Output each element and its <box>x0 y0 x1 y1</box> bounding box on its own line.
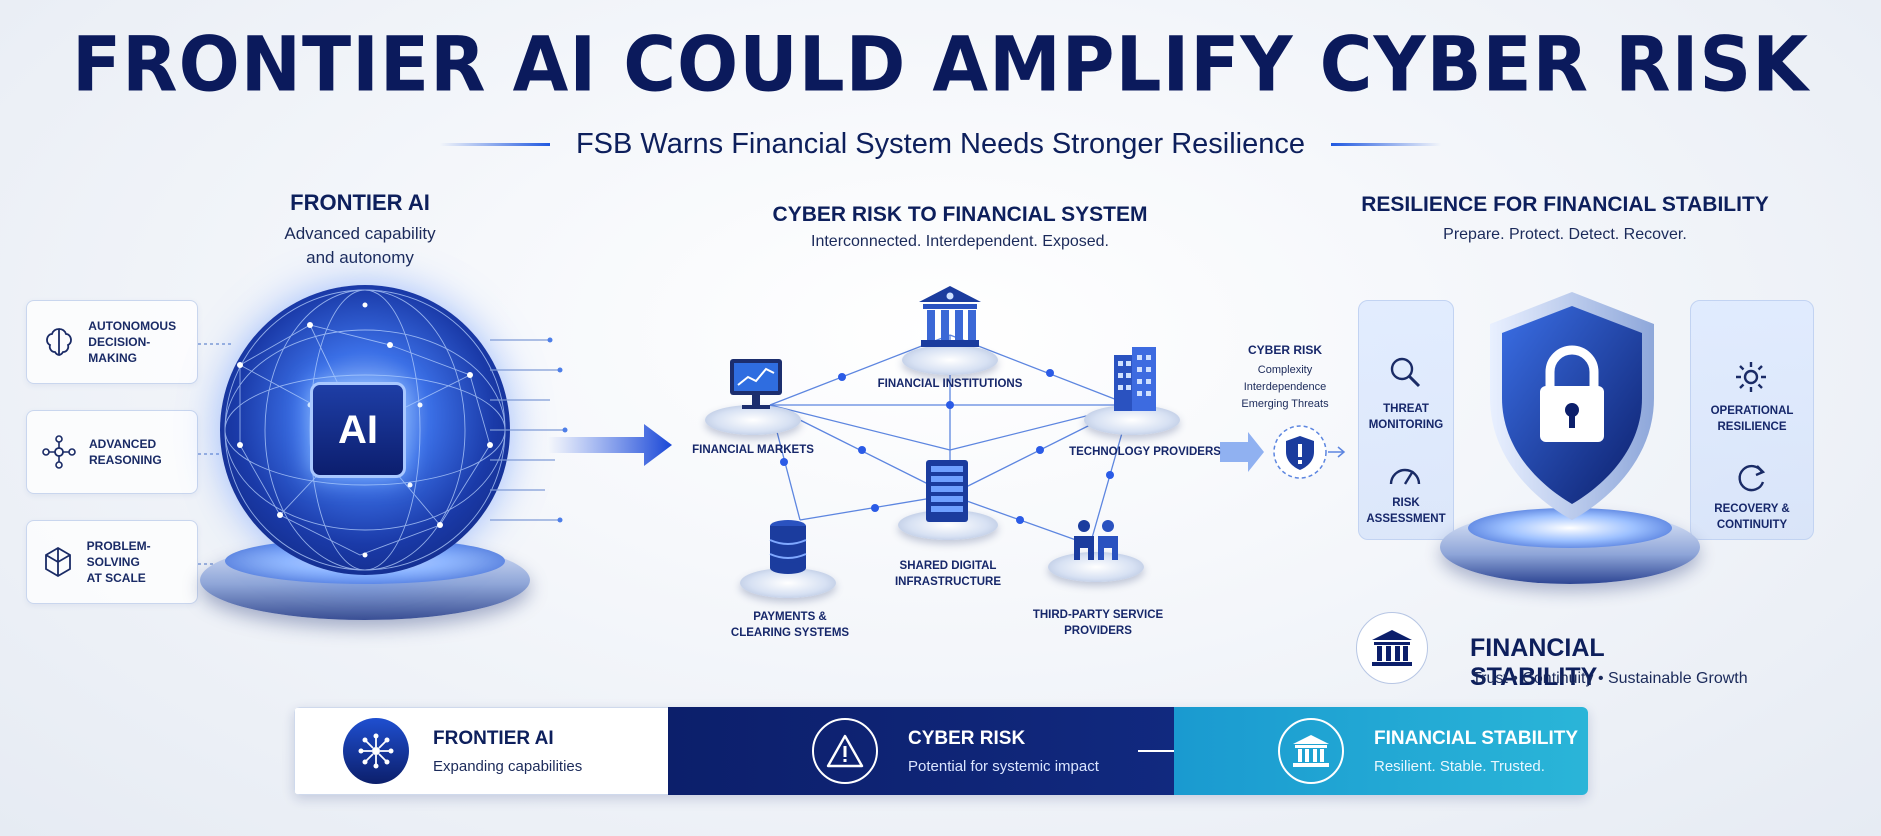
magnifier-icon <box>1390 357 1421 388</box>
bank-icon <box>1278 718 1344 784</box>
capability-label-3b: AT SCALE <box>86 571 146 586</box>
monitor-chart-icon <box>730 359 782 409</box>
subtitle-divider-left <box>439 143 550 146</box>
node-label-thirdparty-1: THIRD-PARTY SERVICE <box>1032 609 1164 621</box>
subtitle-divider-right <box>1331 143 1442 146</box>
summary-cyber-risk-subtitle: Potential for systemic impact <box>908 757 1099 775</box>
gauge-icon <box>1389 468 1421 485</box>
network-icon <box>343 718 409 784</box>
resilience-heading: RESILIENCE FOR FINANCIAL STABILITY <box>1361 193 1769 216</box>
bank-icon <box>1372 630 1412 666</box>
capability-card-problem-solving: PROBLEM-SOLVING AT SCALE <box>26 520 198 604</box>
summary-financial-stability-title: FINANCIAL STABILITY <box>1374 727 1579 749</box>
summary-bar: FRONTIER AI Expanding capabilities CYBER… <box>294 707 1588 795</box>
financial-stability-subtitle: Trust • Continuity • Sustainable Growth <box>1472 670 1748 687</box>
summary-cyber-risk: CYBER RISK Potential for systemic impact <box>668 707 1214 795</box>
summary-financial-stability: FINANCIAL STABILITY Resilient. Stable. T… <box>1174 707 1588 795</box>
cyber-risk-callout-line1: Complexity <box>1257 364 1313 376</box>
frontier-ai-heading: FRONTIER AI <box>290 190 430 215</box>
network-icon <box>39 432 79 472</box>
globe-connectors <box>490 337 568 523</box>
ai-chip: AI <box>310 382 406 478</box>
page-title: FRONTIER AI COULD AMPLIFY CYBER RISK <box>71 19 1810 109</box>
brain-icon <box>39 322 78 362</box>
security-shield-icon <box>1490 292 1654 520</box>
bank-building-icon <box>919 286 981 347</box>
database-icon <box>769 520 807 574</box>
node-label-thirdparty-2: PROVIDERS <box>1064 625 1132 637</box>
page-subtitle: FSB Warns Financial System Needs Stronge… <box>575 128 1306 160</box>
subtitle-row: FSB Warns Financial System Needs Stronge… <box>0 128 1881 161</box>
operational-resilience-label-1: OPERATIONAL <box>1710 405 1794 417</box>
stability-bank-badge <box>1356 612 1428 684</box>
operational-resilience-label-2: RESILIENCE <box>1717 421 1787 433</box>
node-label-shared-infra-2: INFRASTRUCTURE <box>894 576 1002 588</box>
node-label-financial-markets: FINANCIAL MARKETS <box>692 444 814 456</box>
thirdparty-platform <box>1048 552 1144 582</box>
resilience-panel-left <box>1358 300 1454 540</box>
resilience-subtitle: Prepare. Protect. Detect. Recover. <box>1443 226 1687 243</box>
threat-monitoring-label-2: MONITORING <box>1368 419 1444 431</box>
summary-cyber-risk-title: CYBER RISK <box>908 727 1026 749</box>
capability-label-2b: REASONING <box>89 453 162 467</box>
cyber-risk-callout-line2: Interdependence <box>1243 381 1327 393</box>
capability-label-1: AUTONOMOUS <box>88 318 177 333</box>
capability-label-1b: DECISION-MAKING <box>88 334 151 366</box>
markets-platform <box>705 405 801 435</box>
warning-icon <box>812 718 878 784</box>
financial-stability-title: FINANCIAL STABILITY <box>1470 634 1605 691</box>
risk-assessment-label-1: RISK <box>1392 497 1420 509</box>
server-rack-icon <box>926 460 968 522</box>
frontier-ai-subtitle-1: Advanced capability <box>284 224 436 243</box>
recovery-continuity-label-1: RECOVERY & <box>1714 503 1790 515</box>
capability-label-3: PROBLEM-SOLVING <box>86 538 151 569</box>
node-label-shared-infra-1: SHARED DIGITAL <box>899 560 997 572</box>
people-icon <box>1074 520 1118 560</box>
cube-icon <box>39 542 77 582</box>
cyber-risk-callout-title: CYBER RISK <box>1247 343 1322 357</box>
recovery-continuity-label-2: CONTINUITY <box>1716 519 1788 531</box>
flow-arrow-right <box>548 424 672 466</box>
capability-label-2: ADVANCED <box>89 436 157 451</box>
summary-frontier-ai-title: FRONTIER AI <box>433 727 554 749</box>
threat-monitoring-label-1: THREAT <box>1383 403 1429 415</box>
institution-platform <box>902 345 998 375</box>
office-building-icon <box>1114 347 1156 411</box>
gear-icon <box>1736 362 1766 392</box>
refresh-icon <box>1738 464 1766 492</box>
node-label-financial-institutions: FINANCIAL INSTITUTIONS <box>877 378 1023 390</box>
node-label-payments-1: PAYMENTS & <box>753 611 827 623</box>
cyber-risk-heading: CYBER RISK TO FINANCIAL SYSTEM <box>772 203 1148 226</box>
cyber-risk-callout-line3: Emerging Threats <box>1241 398 1329 410</box>
capability-card-autonomous: AUTONOMOUS DECISION-MAKING <box>26 300 198 384</box>
summary-financial-stability-subtitle: Resilient. Stable. Trusted. <box>1374 757 1545 775</box>
risk-assessment-label-2: ASSESSMENT <box>1366 513 1446 525</box>
summary-frontier-ai-subtitle: Expanding capabilities <box>433 757 583 775</box>
node-label-technology-providers: TECHNOLOGY PROVIDERS <box>1069 446 1221 458</box>
capability-card-reasoning: ADVANCED REASONING <box>26 410 198 494</box>
summary-frontier-ai: FRONTIER AI Expanding capabilities <box>294 707 694 795</box>
cyber-risk-subtitle: Interconnected. Interdependent. Exposed. <box>811 233 1109 250</box>
resilience-panel-right <box>1690 300 1814 540</box>
frontier-ai-subtitle-2: and autonomy <box>306 248 414 267</box>
cyber-risk-shield-badge <box>1220 425 1346 479</box>
node-label-payments-2: CLEARING SYSTEMS <box>730 627 850 639</box>
